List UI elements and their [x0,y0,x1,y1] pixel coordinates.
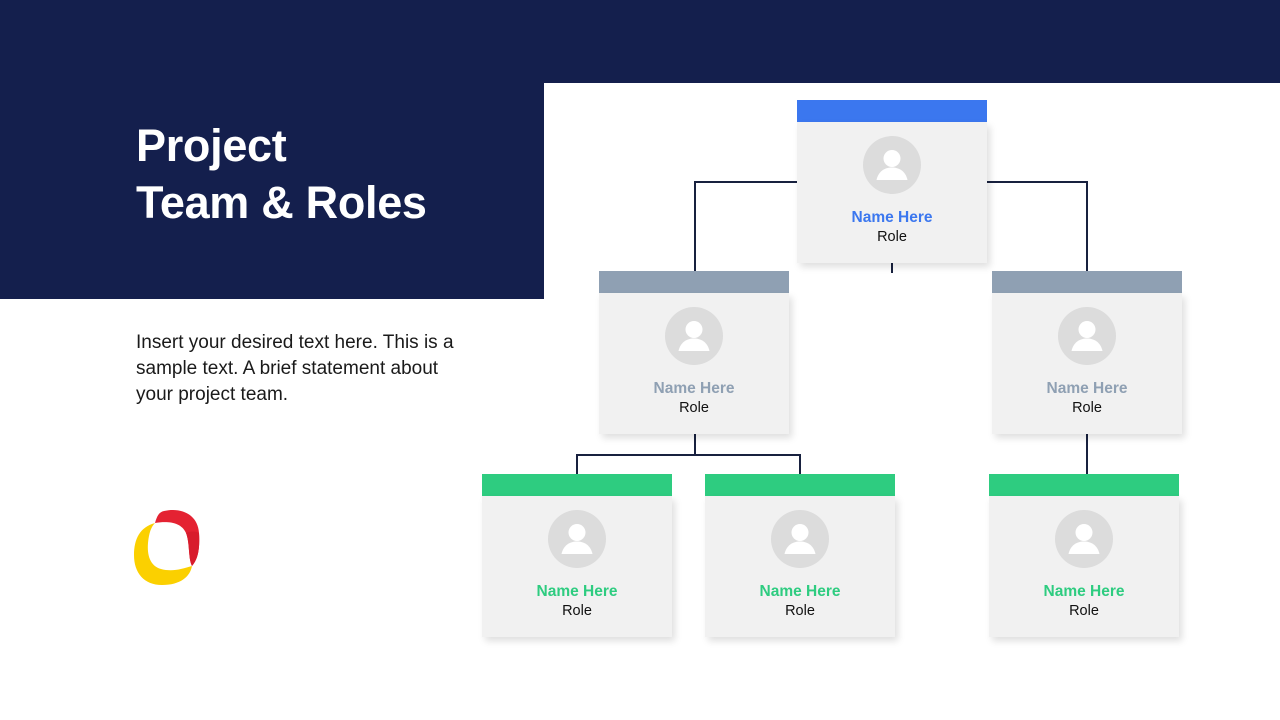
title-line-2: Team & Roles [136,177,427,228]
org-node-accent-bar [599,271,789,293]
connector-to-member-2 [799,454,801,476]
org-node-body: Name Here Role [797,122,987,263]
org-node-name: Name Here [1043,583,1125,600]
connector-level3-horizontal [576,454,801,456]
connector-to-manager-right [1086,181,1088,273]
org-node-name: Name Here [536,583,618,600]
org-node-name: Name Here [851,209,933,226]
person-avatar-icon [548,510,606,568]
connector-manager-left-stub [694,432,696,455]
org-node-name: Name Here [1046,380,1128,397]
org-node-body: Name Here Role [992,293,1182,434]
org-node-manager-left[interactable]: Name Here Role [599,271,789,434]
person-avatar-icon [1055,510,1113,568]
org-node-role: Role [679,400,709,416]
org-node-accent-bar [482,474,672,496]
org-node-role: Role [785,603,815,619]
person-avatar-icon [863,136,921,194]
connector-lead-stub [891,255,893,273]
connector-to-manager-left [694,181,696,273]
org-node-manager-right[interactable]: Name Here Role [992,271,1182,434]
org-node-role: Role [877,229,907,245]
org-node-body: Name Here Role [482,496,672,637]
person-avatar-icon [771,510,829,568]
org-node-body: Name Here Role [599,293,789,434]
person-avatar-icon [1058,307,1116,365]
org-node-member-1[interactable]: Name Here Role [482,474,672,637]
company-logo-icon [128,503,206,591]
person-avatar-icon [665,307,723,365]
org-node-role: Role [562,603,592,619]
body-paragraph: Insert your desired text here. This is a… [136,332,454,405]
org-node-name: Name Here [653,380,735,397]
org-node-lead[interactable]: Name Here Role [797,100,987,263]
org-node-accent-bar [797,100,987,122]
org-node-member-3[interactable]: Name Here Role [989,474,1179,637]
org-node-accent-bar [992,271,1182,293]
title-navy-panel [0,0,545,299]
org-node-member-2[interactable]: Name Here Role [705,474,895,637]
org-node-body: Name Here Role [705,496,895,637]
org-node-accent-bar [705,474,895,496]
title-line-1: Project [136,120,287,171]
org-node-accent-bar [989,474,1179,496]
org-node-body: Name Here Role [989,496,1179,637]
org-node-role: Role [1072,400,1102,416]
connector-to-member-1 [576,454,578,476]
org-node-name: Name Here [759,583,841,600]
page-title: Project Team & Roles [136,117,526,231]
connector-to-member-3 [1086,432,1088,476]
org-node-role: Role [1069,603,1099,619]
